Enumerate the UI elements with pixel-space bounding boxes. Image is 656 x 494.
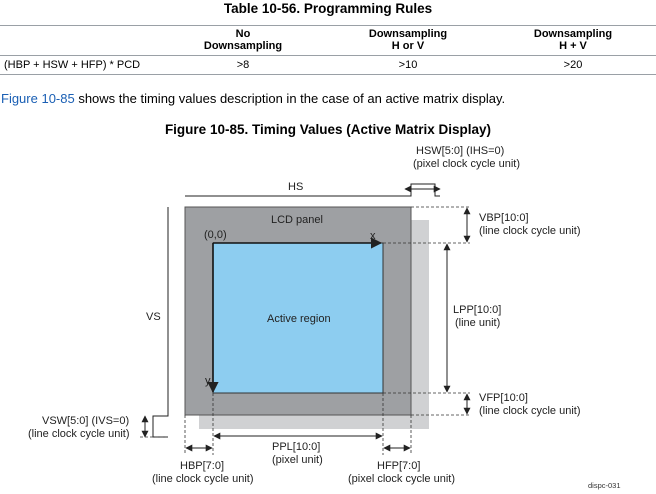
table-header-cell [0,25,160,56]
table-cell: >20 [490,55,656,75]
vfp-unit-label: (line clock cycle unit) [479,405,580,417]
hs-label: HS [288,181,303,193]
vfp-label: VFP[10:0] [479,392,528,404]
description-paragraph: Figure 10-85 shows the timing values des… [1,91,505,106]
table-cell: (HBP + HSW + HFP) * PCD [0,55,160,75]
table-cell: >8 [160,55,326,75]
lcd-panel-label: LCD panel [271,214,323,226]
table-title: Table 10-56. Programming Rules [223,1,433,16]
ppl-unit-label: (pixel unit) [272,454,323,466]
hbp-unit-label: (line clock cycle unit) [152,473,253,485]
vsw-unit-label: (line clock cycle unit) [28,428,129,440]
hbp-label: HBP[7:0] [180,460,224,472]
x-axis-label: x [370,230,376,242]
figure-link[interactable]: Figure 10-85 [1,91,75,106]
hsw-unit-label: (pixel clock cycle unit) [413,158,520,170]
vsw-label: VSW[5:0] (IVS=0) [42,415,129,427]
vbp-label: VBP[10:0] [479,212,529,224]
origin-label: (0,0) [204,229,227,241]
table-cell: >10 [326,55,490,75]
hfp-unit-label: (pixel clock cycle unit) [348,473,455,485]
figure-id-label: dispc-031 [588,481,621,490]
hs-signal [185,183,440,197]
y-axis-label: y [205,375,211,387]
lpp-label: LPP[10:0] [453,304,501,316]
lpp-unit-label: (line unit) [455,317,500,329]
hfp-label: HFP[7:0] [377,460,420,472]
table-row: (HBP + HSW + HFP) * PCD >8 >10 >20 [0,55,656,75]
active-region-label: Active region [267,313,331,325]
vs-label: VS [146,311,161,323]
figure-title: Figure 10-85. Timing Values (Active Matr… [164,122,492,137]
vbp-unit-label: (line clock cycle unit) [479,225,580,237]
hsw-label: HSW[5:0] (IHS=0) [416,145,504,157]
ppl-label: PPL[10:0] [272,441,320,453]
timing-diagram: HSW[5:0] (IHS=0) (pixel clock cycle unit… [28,145,621,490]
paragraph-text: shows the timing values description in t… [74,91,506,106]
